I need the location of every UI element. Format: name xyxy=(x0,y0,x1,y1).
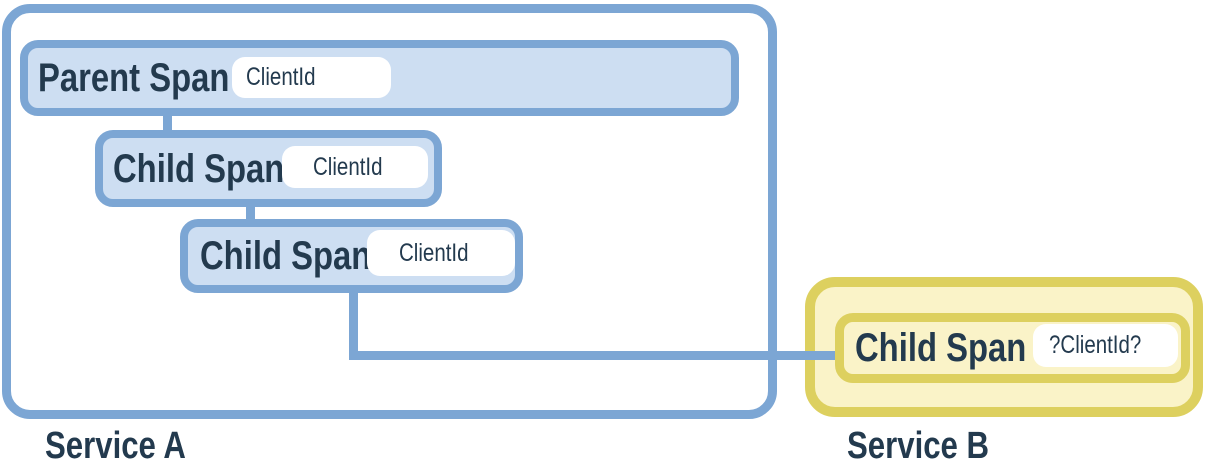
clientid-badge: ClientId xyxy=(367,230,515,276)
service-b-child-span-box: Child Span ?ClientId? xyxy=(835,313,1190,383)
child-span-2-box: Child Span ClientId xyxy=(180,219,523,293)
unknown-clientid-badge: ?ClientId? xyxy=(1033,324,1178,367)
service-a-label: Service A xyxy=(45,425,186,467)
parent-span-label: Parent Span xyxy=(38,56,230,100)
connector-child2-to-serviceb-horizontal xyxy=(349,351,849,360)
clientid-badge: ClientId xyxy=(232,57,391,98)
parent-span-box: Parent Span ClientId xyxy=(20,40,739,116)
connector-child1-to-child2 xyxy=(246,190,255,234)
clientid-badge: ClientId xyxy=(282,146,428,188)
service-b-label: Service B xyxy=(847,425,990,467)
connector-parent-to-child1 xyxy=(163,100,172,144)
connector-child2-to-serviceb-vertical xyxy=(349,280,358,360)
child-span-2-label: Child Span xyxy=(200,234,372,278)
service-b-child-span-label: Child Span xyxy=(855,326,1027,370)
child-span-1-label: Child Span xyxy=(113,146,285,191)
child-span-1-box: Child Span ClientId xyxy=(95,130,442,207)
